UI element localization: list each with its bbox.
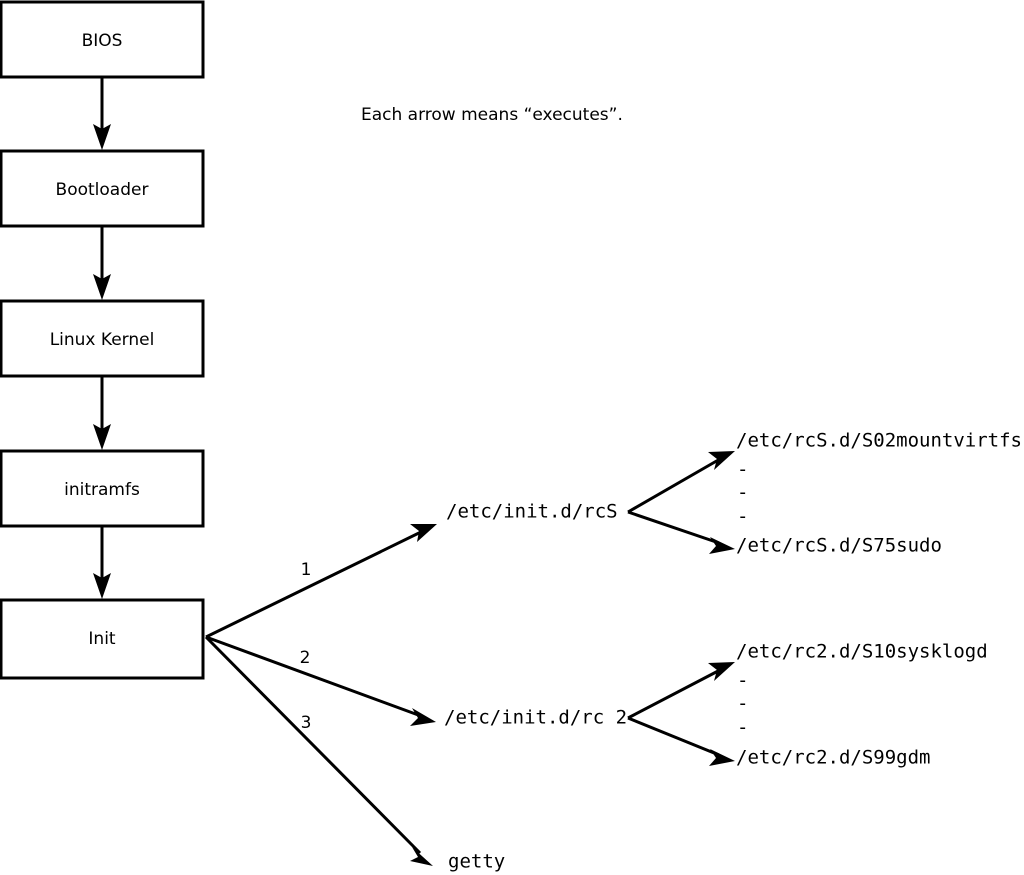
arrow-bios-to-bootloader bbox=[93, 77, 111, 150]
arrow-kernel-to-initramfs bbox=[93, 376, 111, 450]
init-fanout-group: 1 2 3 /etc/init.d/rcS /etc/init.d/rc 2 g… bbox=[204, 501, 627, 873]
arrow-bootloader-to-kernel bbox=[93, 226, 111, 300]
node-init-label: Init bbox=[88, 629, 116, 649]
boot-chain-group: BIOS Bootloader Linux Kernel initramfs I… bbox=[0, 0, 205, 680]
rcs-first-entry[interactable]: /etc/rcS.d/S02mountvirtfs bbox=[736, 430, 1022, 452]
node-bios-label: BIOS bbox=[82, 31, 123, 51]
arrow-rc2-to-first bbox=[627, 662, 735, 720]
rc2-ellipsis-dash-3: - bbox=[737, 717, 748, 739]
node-bootloader-label: Bootloader bbox=[56, 180, 149, 200]
chain-arrows-group bbox=[93, 77, 111, 599]
node-rc2-label[interactable]: /etc/init.d/rc 2 bbox=[444, 707, 627, 729]
rc2-ellipsis-dash-1: - bbox=[737, 670, 748, 692]
arrow-rc2-to-last bbox=[627, 716, 735, 766]
node-linux-kernel-label: Linux Kernel bbox=[50, 330, 155, 350]
rcs-ellipsis-dash-2: - bbox=[737, 482, 748, 504]
node-getty-label[interactable]: getty bbox=[448, 851, 505, 873]
node-initramfs[interactable]: initramfs bbox=[0, 449, 205, 528]
diagram-caption: Each arrow means “executes”. bbox=[361, 105, 623, 125]
branch-number-3: 3 bbox=[301, 713, 312, 733]
arrow-init-branch-2 bbox=[205, 635, 436, 726]
node-bios-box[interactable] bbox=[0, 0, 205, 79]
rc2-subtree-group: /etc/rc2.d/S10sysklogd - - - /etc/rc2.d/… bbox=[627, 641, 988, 769]
node-bootloader[interactable]: Bootloader bbox=[0, 149, 205, 228]
branch-number-2: 2 bbox=[300, 648, 311, 668]
rc2-first-entry[interactable]: /etc/rc2.d/S10sysklogd bbox=[736, 641, 988, 663]
arrow-init-branch-1 bbox=[205, 524, 437, 639]
node-initramfs-label: initramfs bbox=[64, 480, 140, 500]
rcs-last-entry[interactable]: /etc/rcS.d/S75sudo bbox=[736, 535, 942, 557]
arrow-init-branch-3 bbox=[204, 635, 433, 866]
rcs-subtree-group: /etc/rcS.d/S02mountvirtfs - - - /etc/rcS… bbox=[627, 430, 1022, 557]
rc2-ellipsis-dash-2: - bbox=[737, 693, 748, 715]
node-linux-kernel-box[interactable] bbox=[0, 299, 205, 378]
rcs-ellipsis-dash-3: - bbox=[737, 506, 748, 528]
node-init-box[interactable] bbox=[0, 598, 205, 680]
arrow-rcs-to-last bbox=[627, 510, 735, 554]
arrow-initramfs-to-init bbox=[93, 526, 111, 599]
rc2-last-entry[interactable]: /etc/rc2.d/S99gdm bbox=[736, 747, 930, 769]
node-initramfs-box[interactable] bbox=[0, 449, 205, 528]
node-init[interactable]: Init bbox=[0, 598, 205, 680]
rcs-ellipsis-dash-1: - bbox=[737, 459, 748, 481]
branch-number-1: 1 bbox=[301, 560, 312, 580]
node-rcs-label[interactable]: /etc/init.d/rcS bbox=[446, 501, 618, 523]
arrow-rcs-to-first bbox=[627, 451, 735, 514]
node-bios[interactable]: BIOS bbox=[0, 0, 205, 79]
node-linux-kernel[interactable]: Linux Kernel bbox=[0, 299, 205, 378]
